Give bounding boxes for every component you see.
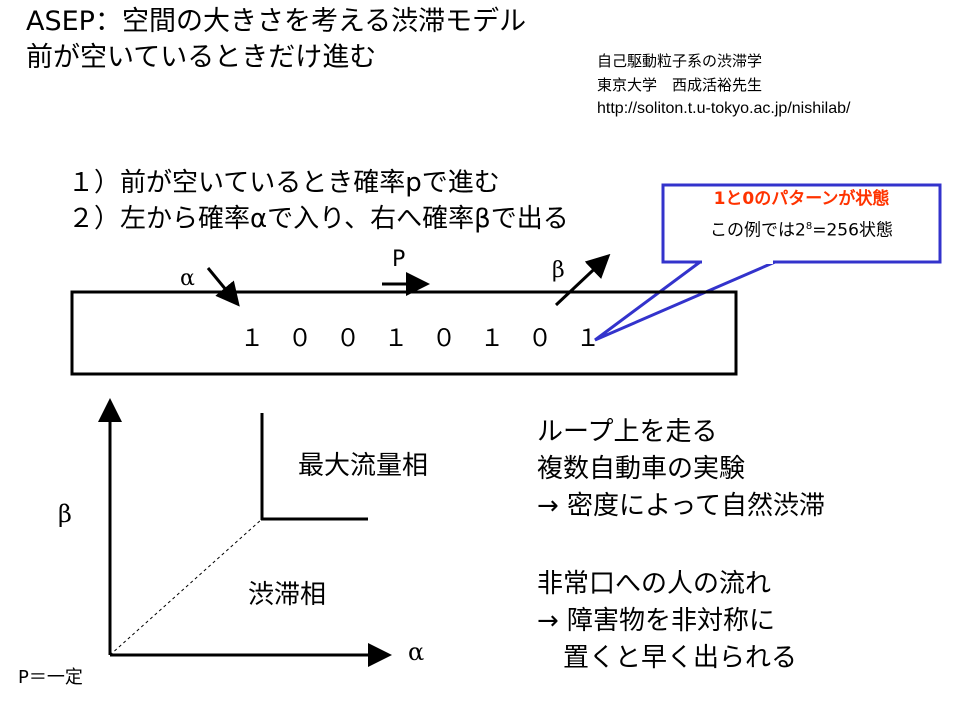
note-line-6: → 障害物を非対称に xyxy=(537,606,776,636)
rule-2: ２）左から確率αで入り、右へ確率βで出る xyxy=(68,204,569,234)
p-label: P xyxy=(392,247,406,272)
note-line-2: 複数自動車の実験 xyxy=(537,454,746,484)
lattice-state: １ ０ ０ １ ０ １ ０ １ xyxy=(240,324,600,352)
phase-boundary-dashed xyxy=(109,518,263,656)
callout-text-after: =256状態 xyxy=(812,220,893,241)
jam-phase-label: 渋滞相 xyxy=(248,580,327,610)
callout-detail: この例では28=256状態 xyxy=(663,213,940,245)
callout-box xyxy=(661,183,942,264)
y-axis-label: β xyxy=(58,500,72,528)
note-line-1: ループ上を走る xyxy=(537,417,718,447)
x-axis-label: α xyxy=(408,638,425,666)
slide-title-line2: 前が空いているときだけ進む xyxy=(26,42,377,73)
credit-topic: 自己駆動粒子系の渋滞学 xyxy=(597,52,763,70)
credit-author: 東京大学 西成活裕先生 xyxy=(597,76,763,94)
beta-label: β xyxy=(552,258,565,283)
rule-1: １）前が空いているとき確率pで進む xyxy=(68,168,500,198)
alpha-label: α xyxy=(180,266,195,291)
credit-url: http://soliton.t.u-tokyo.ac.jp/nishilab/ xyxy=(597,100,851,117)
callout: 1と0のパターンが状態 この例では28=256状態 xyxy=(663,186,940,245)
callout-superscript: 8 xyxy=(805,221,813,232)
beta-arrow xyxy=(554,253,611,307)
note-line-5: 非常口への人の流れ xyxy=(537,569,772,599)
callout-tail xyxy=(594,260,776,342)
slide-title-line1: ASEP：空間の大きさを考える渋滞モデル xyxy=(26,6,527,37)
alpha-arrow xyxy=(206,267,240,307)
note-line-3: → 密度によって自然渋滞 xyxy=(537,491,825,521)
lattice-box xyxy=(70,290,738,376)
callout-text-before: この例では2 xyxy=(710,220,806,241)
callout-headline: 1と0のパターンが状態 xyxy=(713,189,890,209)
note-line-7: 置くと早く出られる xyxy=(537,643,798,673)
max-flow-phase-label: 最大流量相 xyxy=(298,451,429,481)
condition-label: P＝一定 xyxy=(18,667,83,688)
